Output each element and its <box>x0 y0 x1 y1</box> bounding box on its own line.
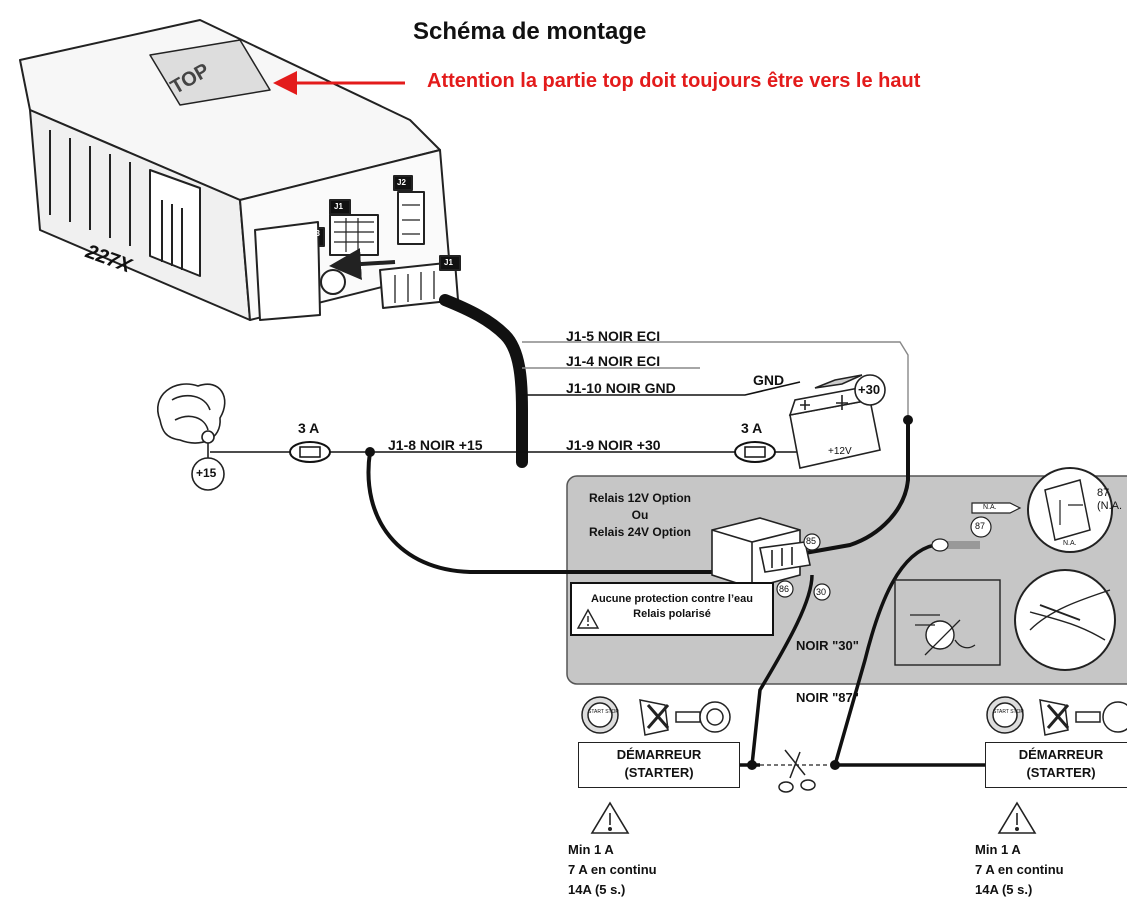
wire-j1-5 <box>522 341 909 420</box>
relay <box>711 517 811 589</box>
spec-right-min: Min 1 A <box>975 842 1021 857</box>
warning-icon-right <box>997 801 1037 834</box>
fuse-left-label: 3 A <box>298 420 320 436</box>
start-stop-icon-right <box>986 696 1024 734</box>
wire-j1-10 <box>522 381 801 396</box>
starter-box-left: DÉMARREUR (STARTER) <box>578 742 740 788</box>
wire-j1-9-label: J1-9 NOIR +30 <box>566 437 661 453</box>
wire-noir-87-label: NOIR "87" <box>796 690 859 705</box>
fuse-right <box>734 441 776 463</box>
relay-option-12v: Relais 12V Option <box>588 491 692 505</box>
fuse-right-label: 3 A <box>741 420 763 436</box>
start-stop-icon-left <box>581 696 619 734</box>
na-tag: N.A. <box>983 504 997 511</box>
spec-left-peak: 14A (5 s.) <box>568 882 626 897</box>
battery <box>788 374 881 469</box>
starter-left-line1: DÉMARREUR <box>616 747 702 762</box>
wire-noir-30 <box>750 574 814 766</box>
battery-voltage-label: +12V <box>828 446 852 457</box>
spec-left-continuous: 7 A en continu <box>568 862 657 877</box>
relay-option-24v: Relais 24V Option <box>588 525 692 539</box>
key-icon-left <box>639 699 731 736</box>
starter-box-right: DÉMARREUR (STARTER) <box>985 742 1127 788</box>
relay-pin-30: 30 <box>816 587 827 597</box>
ignition-plus15-label: +15 <box>196 466 217 480</box>
relay-pin-86: 86 <box>779 584 790 594</box>
gnd-label: GND <box>753 372 785 388</box>
relay-pin-87: 87 <box>975 521 986 531</box>
top-warning: Attention la partie top doit toujours êt… <box>427 70 921 92</box>
tracker-device <box>19 19 461 321</box>
starter-right-line1: DÉMARREUR <box>1018 747 1104 762</box>
relay-warning-box: Aucune protection contre l’eau Relais po… <box>570 582 774 636</box>
ignition-switch <box>157 383 226 458</box>
warning-icon-left <box>590 801 630 834</box>
scissors-icon <box>778 749 816 793</box>
starter-left-line2: (STARTER) <box>624 765 694 780</box>
wire-harness <box>439 294 528 468</box>
start-stop-label-right: START STOP <box>993 709 1024 715</box>
relay-warning-line2: Relais polarisé <box>633 608 711 620</box>
relay-pin-85: 85 <box>806 536 817 546</box>
cut-detail-inset <box>1014 569 1116 671</box>
start-stop-label-left: START STOP <box>588 709 619 715</box>
detail-na-label: (N.A. <box>1097 500 1123 512</box>
relay-warning-line1: Aucune protection contre l’eau <box>591 593 753 605</box>
relay-option-or: Ou <box>631 508 649 522</box>
wire-noir-30-label: NOIR "30" <box>796 638 859 653</box>
relay-option-label: Relais 12V Option Ou Relais 24V Option <box>580 490 700 541</box>
connector-j2-label: J2 <box>397 178 406 187</box>
key-icon-right <box>1039 699 1127 736</box>
connector-j3-label: J3 <box>311 229 320 238</box>
wire-j1-5-label: J1-5 NOIR ECI <box>566 328 661 344</box>
spec-left-min: Min 1 A <box>568 842 614 857</box>
spec-right-peak: 14A (5 s.) <box>975 882 1033 897</box>
wire-j1-4-label: J1-4 NOIR ECI <box>566 353 661 369</box>
battery-plus30-label: +30 <box>858 382 881 397</box>
spec-left: Min 1 A 7 A en continu 14A (5 s.) <box>568 840 657 900</box>
connector-j1-label: J1 <box>334 202 343 211</box>
wire-noir-87 <box>833 543 936 766</box>
fuse-left <box>289 441 331 463</box>
detail-87-label: 87 <box>1097 487 1110 499</box>
cut-box <box>894 579 1001 666</box>
spec-right: Min 1 A 7 A en continu 14A (5 s.) <box>975 840 1064 900</box>
wire-j1-10-label: J1-10 NOIR GND <box>566 380 676 396</box>
detail-na-small: N.A. <box>1063 540 1077 547</box>
starter-right-line2: (STARTER) <box>1026 765 1096 780</box>
wire-j1-8-label: J1-8 NOIR +15 <box>388 437 483 453</box>
plug-j1-label: J1 <box>444 258 453 267</box>
diagram-title: Schéma de montage <box>413 18 647 45</box>
warning-icon-relay <box>576 608 600 629</box>
spec-right-continuous: 7 A en continu <box>975 862 1064 877</box>
